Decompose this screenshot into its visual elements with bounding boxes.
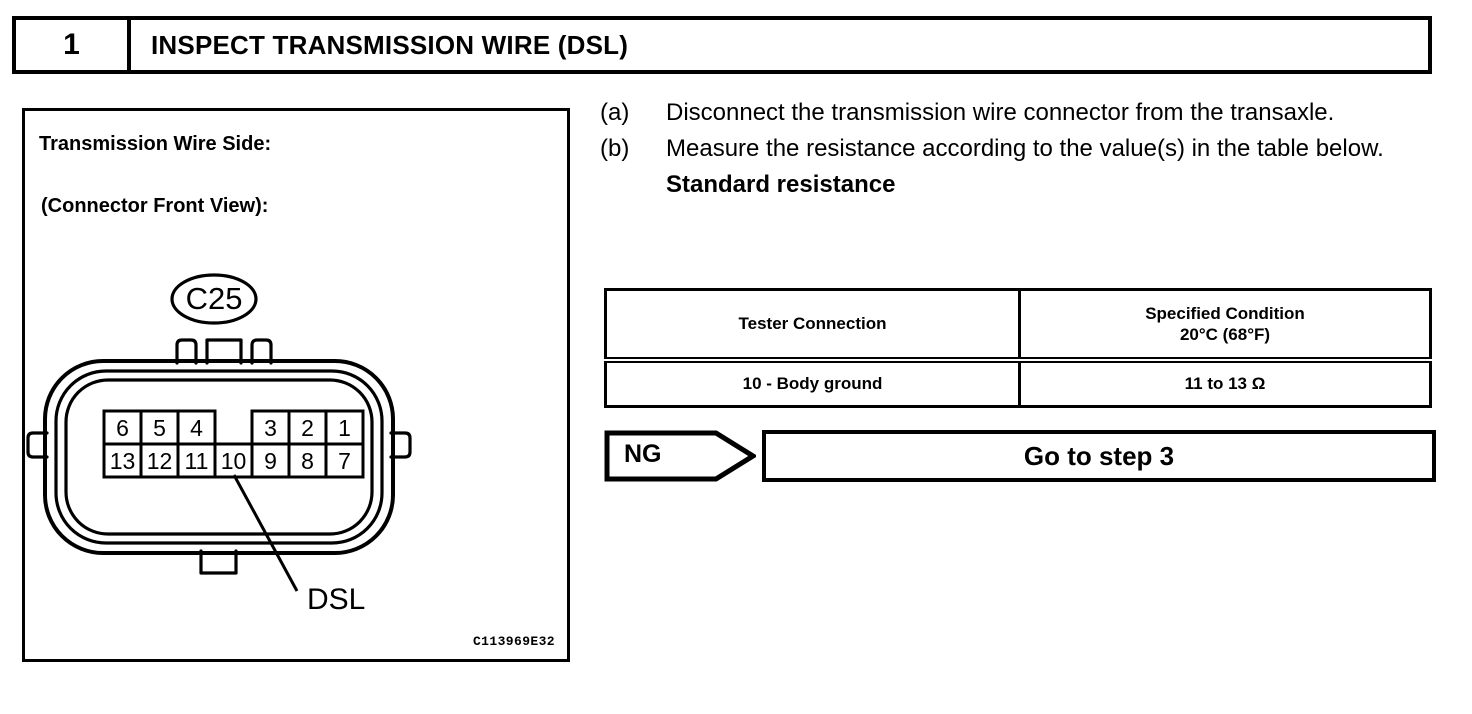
pin-label-13: 13: [110, 448, 136, 474]
cell-tester-connection: 10 - Body ground: [604, 357, 1021, 408]
pin-label-10: 10: [221, 448, 247, 474]
ng-action-box[interactable]: Go to step 3: [762, 430, 1436, 482]
pin-grid: 6 5 4 3 2 1 13 12 11 10 9 8 7: [102, 409, 365, 479]
pin-label-3: 3: [264, 415, 277, 441]
column-header-specified-condition-line2: 20°C (68°F): [1179, 325, 1271, 344]
pin-label-2: 2: [301, 415, 314, 441]
top-tab-left: [175, 338, 198, 365]
step-header-bar: 1 INSPECT TRANSMISSION WIRE (DSL): [12, 16, 1432, 74]
instruction-text-b: Measure the resistance according to the …: [666, 135, 1384, 163]
standard-resistance-table: Tester Connection Specified Condition 20…: [604, 288, 1432, 408]
column-header-tester-connection: Tester Connection: [604, 288, 1021, 361]
figure-reference-code: C113969E32: [472, 634, 555, 649]
pin-label-4: 4: [190, 415, 203, 441]
dsl-callout-leader-line: [232, 474, 299, 592]
pin-label-8: 8: [301, 448, 314, 474]
connector-mid-shell: [54, 369, 384, 545]
panel-caption-transmission-wire-side: Transmission Wire Side:: [39, 133, 272, 155]
ng-judgement-badge: NG: [604, 430, 756, 482]
side-tab-left: [26, 431, 49, 459]
table-row: 10 - Body ground 11 to 13 Ω: [604, 357, 1432, 408]
pin-label-1: 1: [338, 415, 351, 441]
step-number: 1: [16, 20, 131, 70]
pin-label-9: 9: [264, 448, 277, 474]
dsl-callout-label: DSL: [307, 583, 365, 616]
column-header-specified-condition: Specified Condition 20°C (68°F): [1018, 288, 1432, 361]
instruction-item-b: (b) Measure the resistance according to …: [600, 132, 1436, 166]
side-tab-right: [389, 431, 412, 459]
pin-label-11: 11: [185, 448, 209, 474]
pin-label-5: 5: [153, 415, 166, 441]
connector-outer-shell: [43, 359, 395, 555]
pin-label-6: 6: [116, 415, 129, 441]
step-title: INSPECT TRANSMISSION WIRE (DSL): [151, 29, 629, 60]
instruction-list: (a) Disconnect the transmission wire con…: [600, 96, 1436, 202]
arrow-pentagon-icon: [604, 430, 756, 482]
ng-action-label: Go to step 3: [1023, 440, 1175, 471]
instruction-item-a: (a) Disconnect the transmission wire con…: [600, 96, 1436, 130]
illustration-panel: Transmission Wire Side: (Connector Front…: [22, 108, 570, 662]
cell-specified-condition: 11 to 13 Ω: [1018, 357, 1432, 408]
instruction-text-a: Disconnect the transmission wire connect…: [666, 99, 1335, 126]
bottom-tab: [199, 549, 238, 575]
standard-resistance-heading: Standard resistance: [666, 171, 896, 199]
table-header-row: Tester Connection Specified Condition 20…: [604, 288, 1432, 361]
result-flow-row: NG Go to step 3: [604, 430, 1436, 482]
instruction-marker-b: (b): [600, 135, 630, 163]
pin-label-7: 7: [338, 448, 351, 474]
connector-diagram: C25: [26, 273, 412, 616]
top-tab-right: [250, 338, 273, 365]
column-header-specified-condition-line1: Specified Condition: [1145, 303, 1305, 323]
panel-caption-connector-front-view: (Connector Front View):: [41, 195, 269, 217]
pin-cell-7: [324, 442, 365, 479]
instruction-marker-a: (a): [600, 99, 630, 126]
connector-id-oval: [170, 273, 258, 325]
connector-id-label: C25: [186, 281, 243, 316]
pin-label-12: 12: [147, 448, 173, 474]
top-tab-center: [205, 338, 243, 365]
ng-judgement-label: NG: [624, 440, 662, 468]
connector-inner-shell: [64, 378, 374, 536]
